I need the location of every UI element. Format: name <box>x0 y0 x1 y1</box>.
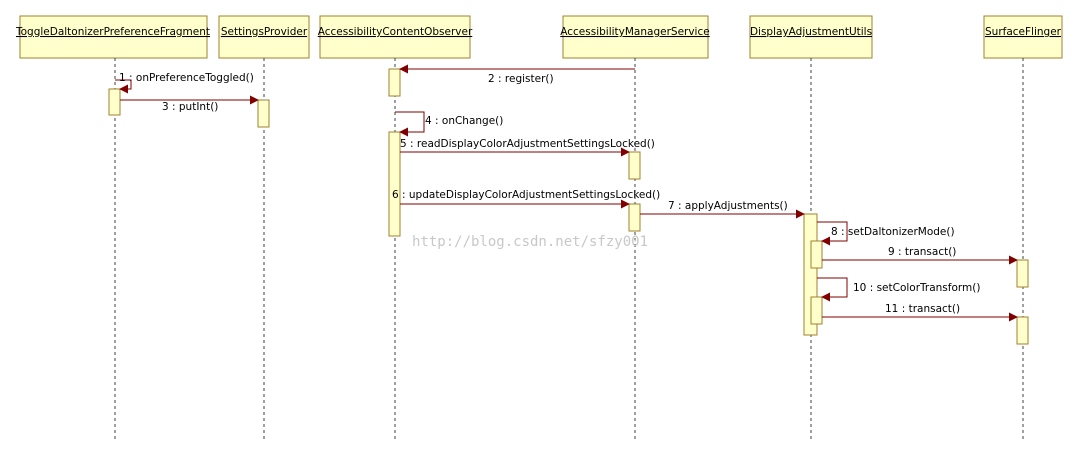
lifeline-settings: SettingsProvider <box>218 15 310 440</box>
activation-bar <box>810 296 823 325</box>
message-11: 11 : transact() <box>822 303 1018 322</box>
watermark-text: http://blog.csdn.net/sfzy001 <box>412 234 648 250</box>
lifeline-name-manager: AccessibilityManagerService <box>560 26 709 38</box>
message-4: 4 : onChange() <box>395 111 503 137</box>
lifeline-box-observer <box>319 15 471 59</box>
lifeline-surface: SurfaceFlinger <box>983 15 1063 440</box>
message-label: 3 : putInt() <box>162 101 218 113</box>
lifeline-box-settings <box>218 15 310 59</box>
message-1: 1 : onPreferenceToggled() <box>115 72 254 94</box>
message-label: 8 : setDaltonizerMode() <box>831 226 955 238</box>
lifeline-name-toggle: ToggleDaltonizerPreferenceFragment <box>15 26 210 38</box>
message-7: 7 : applyAdjustments() <box>640 200 805 219</box>
lifeline-box-toggle <box>19 15 208 59</box>
message-arrow <box>817 221 848 246</box>
lifeline-manager: AccessibilityManagerService <box>560 15 710 440</box>
activation-bar <box>628 151 641 180</box>
activation-bar <box>108 88 121 116</box>
message-6: 6 : updateDisplayColorAdjustmentSettings… <box>392 189 660 209</box>
message-label: 6 : updateDisplayColorAdjustmentSettings… <box>392 189 660 201</box>
message-label: 11 : transact() <box>885 303 960 315</box>
message-arrow <box>817 277 848 302</box>
lifeline-observer: AccessibilityContentObserver <box>318 15 473 440</box>
lifeline-name-settings: SettingsProvider <box>221 26 308 38</box>
message-5: 5 : readDisplayColorAdjustmentSettingsLo… <box>400 138 655 157</box>
message-label: 5 : readDisplayColorAdjustmentSettingsLo… <box>400 138 655 150</box>
activation-bar <box>1016 316 1029 345</box>
lifeline-box-manager <box>562 15 709 59</box>
lifeline-display: DisplayAdjustmentUtils <box>749 15 873 440</box>
message-3: 3 : putInt() <box>120 95 259 113</box>
message-label: 4 : onChange() <box>425 115 503 127</box>
message-label: 1 : onPreferenceToggled() <box>119 72 254 84</box>
message-10: 10 : setColorTransform() <box>817 277 980 302</box>
activation-bar <box>810 240 823 269</box>
activation-bar <box>388 68 401 97</box>
lifeline-name-display: DisplayAdjustmentUtils <box>750 26 872 38</box>
message-8: 8 : setDaltonizerMode() <box>817 221 955 246</box>
activation-bar <box>628 203 641 232</box>
message-label: 10 : setColorTransform() <box>853 282 980 294</box>
lifeline-name-observer: AccessibilityContentObserver <box>318 26 473 38</box>
message-9: 9 : transact() <box>822 246 1018 265</box>
message-label: 9 : transact() <box>888 246 956 258</box>
activation-bar <box>388 131 401 237</box>
message-label: 7 : applyAdjustments() <box>668 200 788 212</box>
lifeline-toggle: ToggleDaltonizerPreferenceFragment <box>15 15 210 440</box>
message-arrow <box>115 79 132 94</box>
lifeline-box-display <box>749 15 873 59</box>
message-arrow <box>395 111 425 137</box>
message-label: 2 : register() <box>488 73 554 85</box>
activation-bar <box>1016 259 1029 288</box>
lifeline-box-surface <box>983 15 1063 59</box>
lifeline-name-surface: SurfaceFlinger <box>985 26 1062 38</box>
message-2: 2 : register() <box>399 64 635 85</box>
activation-bar <box>257 99 270 128</box>
